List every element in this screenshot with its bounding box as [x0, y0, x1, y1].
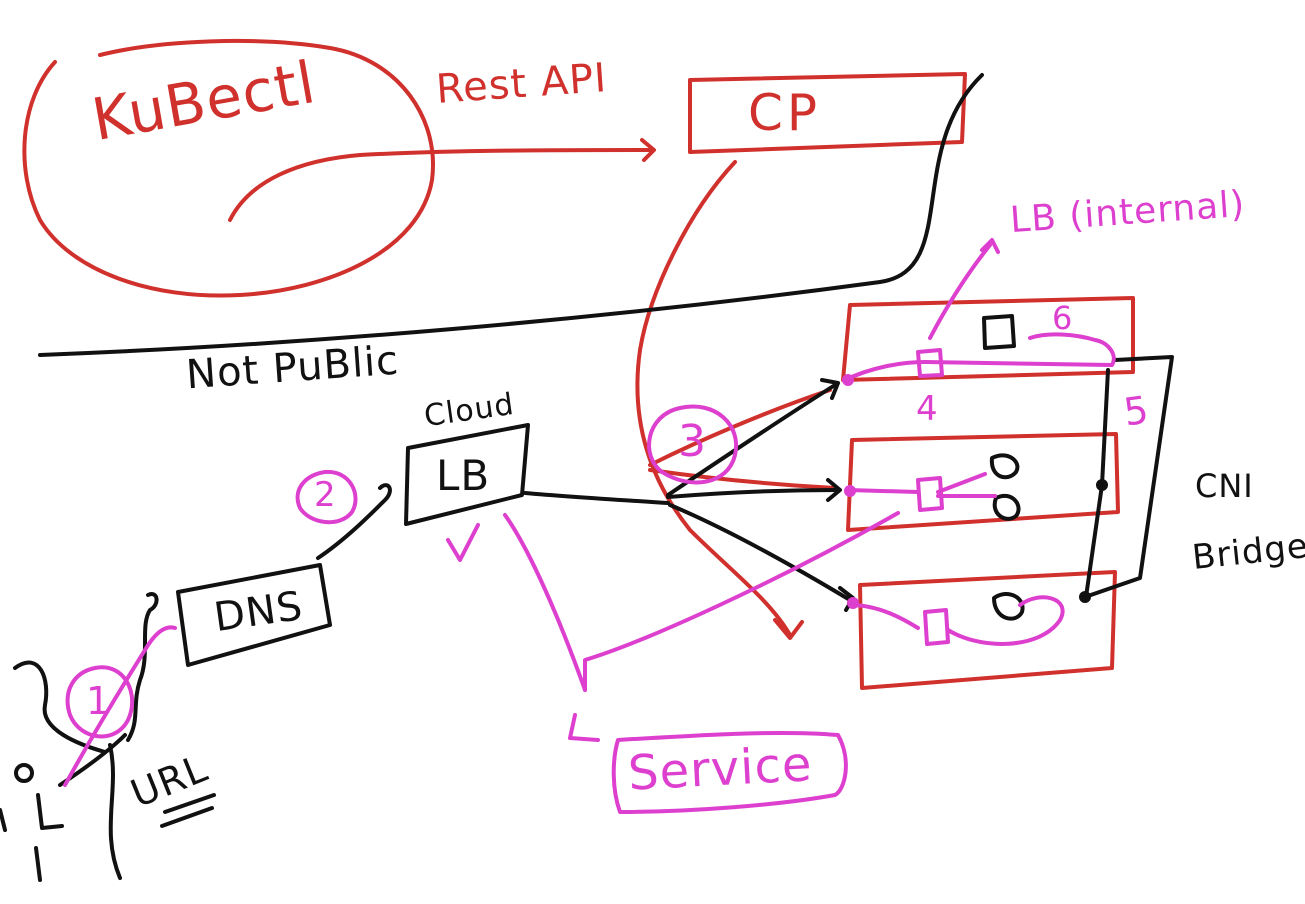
cp-to-nodes-curve — [635, 160, 792, 637]
node1-container-square — [982, 314, 1016, 350]
step-3-marker: 3 — [678, 416, 707, 467]
node3-pod-box — [923, 608, 950, 646]
step-5-marker: 5 — [1121, 387, 1153, 435]
cp-label: CP — [748, 84, 822, 142]
node1-to-lb-internal — [928, 243, 992, 340]
service-up-to-node2 — [583, 511, 900, 692]
user-head — [14, 763, 34, 783]
dns-label: DNS — [211, 583, 306, 641]
service-label: Service — [626, 736, 814, 802]
node2-container-a — [989, 453, 1020, 480]
red-arrow-node2 — [648, 468, 837, 490]
rest-api-label: Rest API — [434, 55, 609, 113]
arrowhead-n2 — [826, 478, 842, 502]
url-bracket — [126, 592, 159, 742]
red-arrow-node1 — [648, 388, 832, 467]
lb-label: LB — [436, 451, 491, 500]
bridge-label: Bridge — [1190, 526, 1305, 578]
node2-pod-path — [846, 472, 997, 498]
step-2-marker: 2 — [314, 475, 337, 515]
user-body — [0, 793, 64, 882]
url-underline — [160, 793, 216, 828]
kubectl-ellipse — [22, 38, 435, 298]
node-port-dot — [844, 485, 856, 497]
arrowhead-n1 — [820, 378, 840, 400]
cloud-lb-box — [404, 423, 530, 526]
service-bracket — [568, 713, 600, 742]
step-4-marker: 4 — [916, 389, 939, 429]
lb-tick — [446, 523, 480, 562]
node2-container-b — [992, 494, 1021, 521]
black-arrow-node2 — [666, 488, 840, 499]
lb-to-service-curve — [503, 513, 587, 692]
worker-node-3-box — [858, 570, 1117, 690]
service-box — [611, 730, 848, 814]
step-6-marker: 6 — [1052, 299, 1074, 337]
magenta-ink-group — [63, 238, 1116, 814]
node-port-dot — [847, 597, 859, 609]
node2-pod-box — [916, 476, 944, 512]
cp-curve-arrowhead — [773, 618, 804, 640]
kubectl-tail — [228, 153, 362, 222]
user-zigzag-right — [108, 743, 122, 880]
step-1-marker: 1 — [86, 679, 112, 723]
node1-pod-box — [916, 348, 944, 378]
public-boundary-line — [38, 73, 984, 357]
bridge-dot — [1079, 591, 1091, 603]
worker-node-2-box — [846, 432, 1120, 532]
red-ink-group — [22, 38, 1135, 690]
step-3-circle — [647, 404, 739, 485]
lb-to-service-line — [523, 491, 670, 505]
step-2-circle — [295, 469, 358, 525]
black-arrow-node3 — [668, 503, 852, 602]
node3-pod-path — [848, 595, 1065, 646]
node1-pod-path — [843, 332, 1116, 382]
node3-container — [992, 592, 1025, 621]
rest-api-arrow-line — [358, 148, 652, 157]
lb-internal-arrowhead — [980, 238, 1000, 254]
node-port-dot — [842, 374, 854, 386]
bridge-dot — [1096, 479, 1108, 491]
control-plane-box — [688, 72, 967, 154]
user-zigzag-left — [13, 660, 107, 754]
dns-box — [176, 563, 332, 667]
rest-api-arrow-head — [640, 138, 656, 162]
worker-node-1-box — [841, 296, 1135, 382]
cni-label: CNI — [1195, 467, 1254, 505]
dns-to-lb-link — [316, 483, 392, 560]
step-1-path — [63, 625, 177, 787]
